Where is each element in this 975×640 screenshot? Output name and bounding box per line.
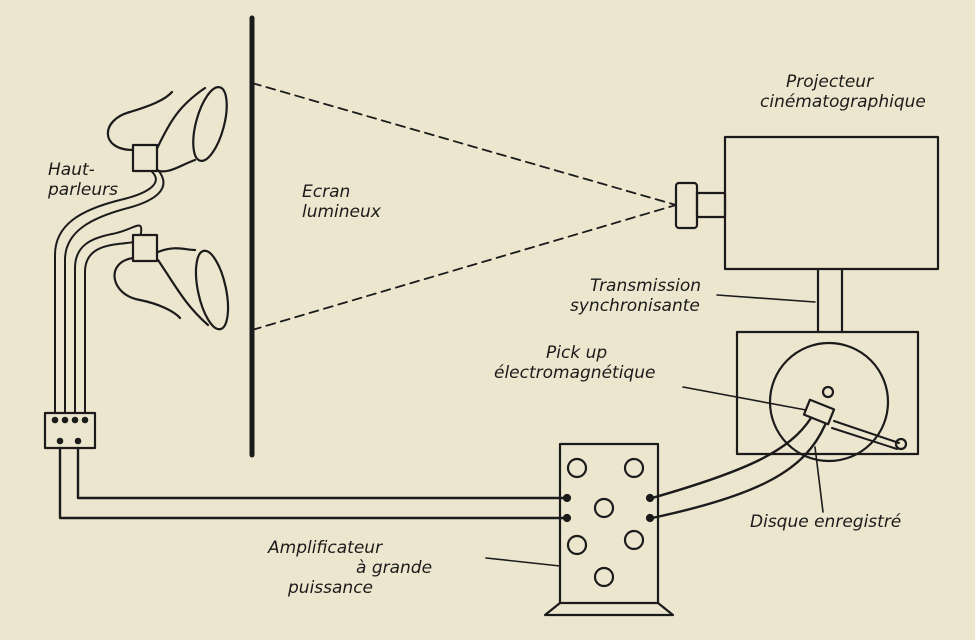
label-pickup-line-1: Pick up	[546, 343, 608, 363]
label-projector-line-2: cinématographique	[760, 92, 926, 112]
label-screen: Ecran lumineux	[302, 182, 381, 222]
label-amplifier-line-1: Amplificateur	[268, 538, 383, 558]
loudspeaker-top	[106, 86, 228, 173]
label-pickup-line-2: électromagnétique	[494, 363, 656, 383]
label-screen-line-1: Ecran	[302, 182, 351, 202]
amplifier	[485, 442, 675, 617]
label-amplifier: Amplificateur à grande puissance	[268, 538, 432, 598]
label-projector-line-1: Projecteur	[786, 72, 874, 92]
projector	[674, 135, 940, 271]
label-transmission-line-1: Transmission	[590, 276, 701, 296]
label-pickup: Pick up électromagnétique	[494, 343, 655, 383]
synchronising-transmission	[716, 267, 844, 334]
pickup-cables	[650, 416, 827, 520]
label-loudspeakers: Haut- parleurs	[48, 160, 118, 200]
label-loudspeakers-line-2: parleurs	[48, 180, 119, 200]
label-transmission: Transmission synchronisante	[570, 276, 701, 316]
label-screen-line-2: lumineux	[302, 202, 381, 222]
speaker-wires	[54, 169, 165, 414]
label-projector: Projecteur cinématographique	[760, 72, 926, 112]
junction-box	[43, 411, 97, 450]
label-amplifier-line-2: à grande	[356, 558, 433, 578]
projection-beam	[251, 82, 677, 331]
label-amplifier-line-3: puissance	[288, 578, 373, 598]
label-transmission-line-2: synchronisante	[570, 296, 700, 316]
loudspeaker-bottom	[113, 233, 230, 331]
amplifier-cables	[58, 446, 569, 520]
label-loudspeakers-line-1: Haut-	[48, 160, 95, 180]
label-disc-line-1: Disque enregistré	[750, 512, 902, 532]
turntable	[682, 330, 920, 513]
label-disc: Disque enregistré	[750, 512, 901, 532]
